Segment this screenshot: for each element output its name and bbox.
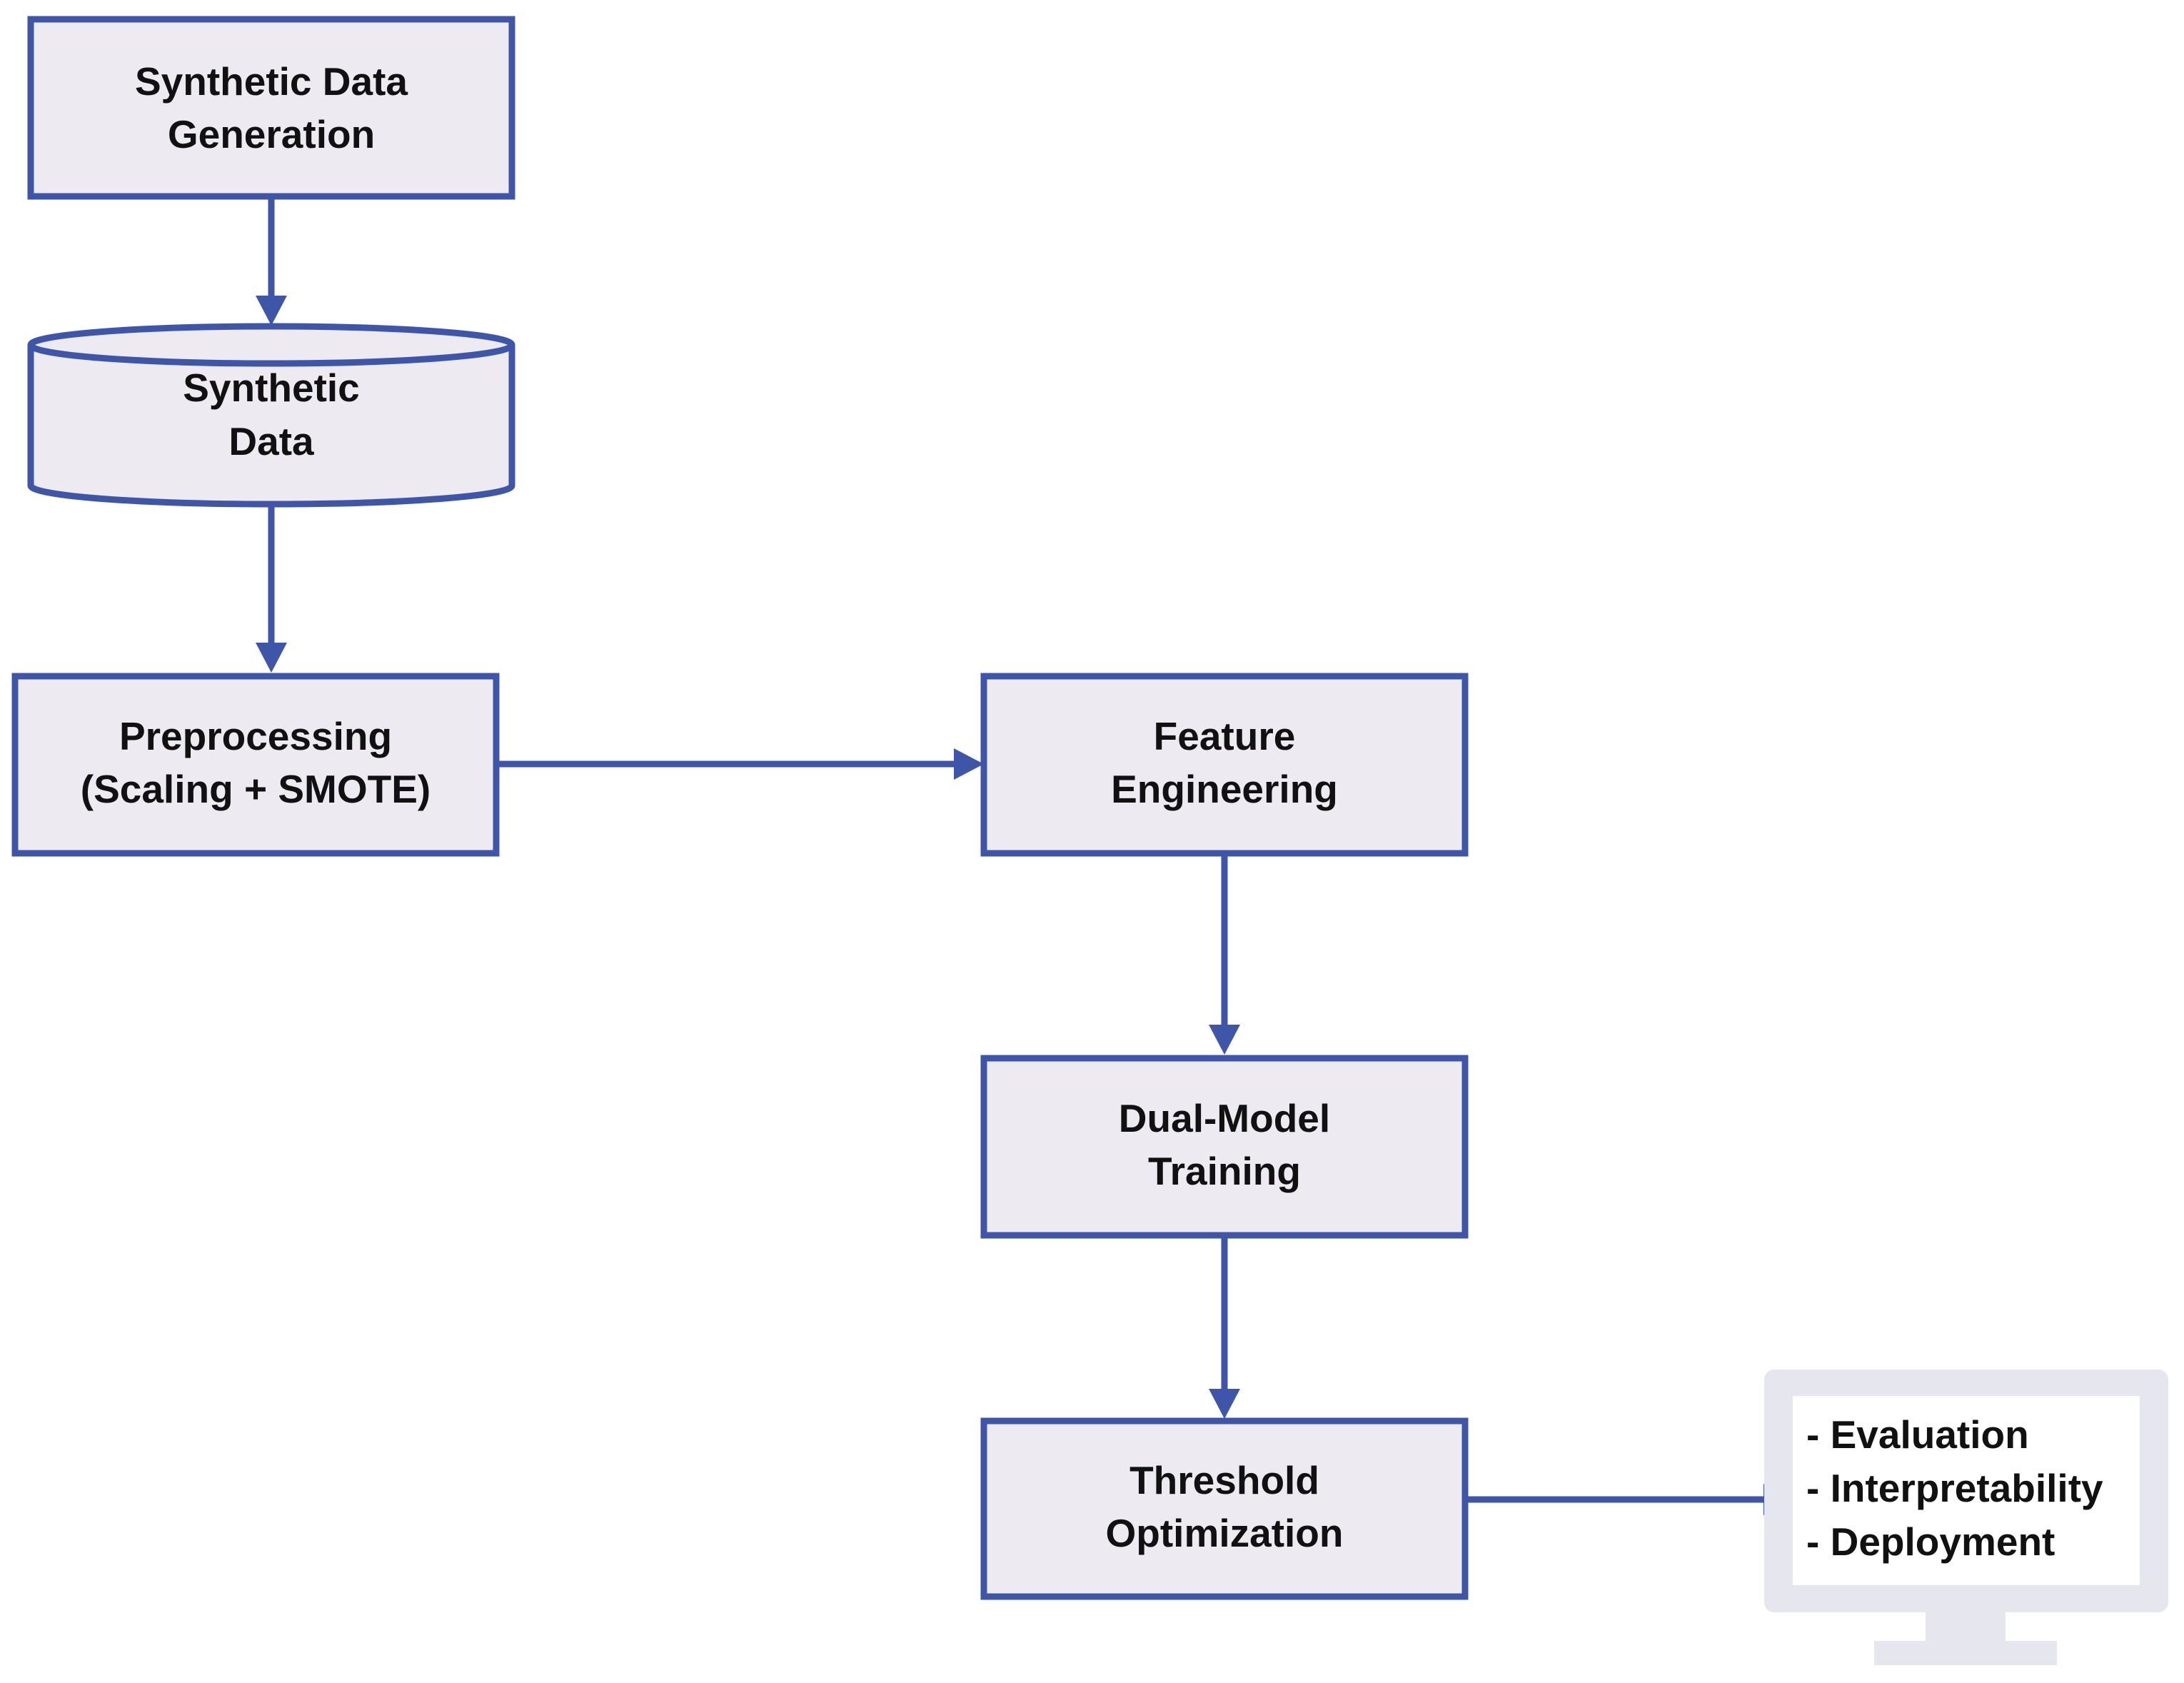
connector-feature-engineering-to-training (1209, 853, 1240, 1055)
node-label-line1: Synthetic (183, 366, 360, 410)
node-label-line1: Feature (1154, 714, 1296, 758)
node-threshold-optimization: Threshold Optimization (980, 1417, 1469, 1600)
output-item-evaluation: - Evaluation (1806, 1412, 2029, 1457)
output-item-deployment: - Deployment (1806, 1519, 2055, 1564)
node-label-line2: Engineering (1111, 767, 1338, 811)
connector-preprocessing-to-feature-engineering (498, 748, 984, 780)
node-label-line2: Generation (168, 112, 375, 156)
node-label-line1: Preprocessing (119, 714, 392, 758)
node-label-line2: Training (1148, 1149, 1301, 1193)
node-label-line1: Synthetic Data (135, 59, 408, 104)
output-item-interpretability: - Interpretability (1806, 1466, 2103, 1510)
node-synthetic-data-generation: Synthetic Data Generation (27, 16, 515, 200)
node-feature-engineering: Feature Engineering (980, 673, 1469, 857)
node-label-line1: Dual-Model (1119, 1096, 1330, 1140)
connector-data-to-preprocessing (256, 501, 287, 673)
connector-training-to-threshold (1209, 1235, 1240, 1419)
node-label-line2: (Scaling + SMOTE) (81, 767, 431, 811)
database-cylinder-icon (27, 323, 515, 508)
node-synthetic-data: Synthetic Data (27, 323, 515, 508)
node-preprocessing: Preprocessing (Scaling + SMOTE) (11, 673, 500, 857)
connector-threshold-to-output (1465, 1484, 1793, 1515)
node-label-line1: Threshold (1129, 1458, 1319, 1502)
node-label-line2: Optimization (1105, 1511, 1343, 1555)
node-label-line2: Data (228, 419, 314, 463)
output-monitor: - Evaluation - Interpretability - Deploy… (1764, 1370, 2168, 1665)
monitor-icon (1764, 1370, 2168, 1665)
connector-generation-to-data (256, 196, 287, 326)
node-dual-model-training: Dual-Model Training (980, 1055, 1469, 1239)
